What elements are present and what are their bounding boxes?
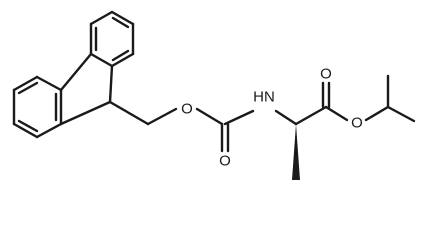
- lower-benzene-ring: [12, 75, 63, 139]
- ester-oxygen-left-label: O: [181, 101, 193, 118]
- cyclopentane-ring: [59, 52, 114, 126]
- ester-oxygen-right-label: O: [351, 115, 363, 132]
- carbonyl-oxygen-right-label: O: [320, 66, 332, 83]
- upper-benzene-ring: [89, 10, 135, 68]
- carbamate-chain: [108, 100, 255, 153]
- chemical-structure: O O HN O O: [12, 10, 416, 180]
- amide-nitrogen-label: HN: [253, 89, 275, 106]
- stereo-wedge-bond: [292, 124, 300, 180]
- carbonyl-oxygen-left-label: O: [219, 153, 231, 170]
- alanine-isopropyl-ester: [274, 74, 416, 126]
